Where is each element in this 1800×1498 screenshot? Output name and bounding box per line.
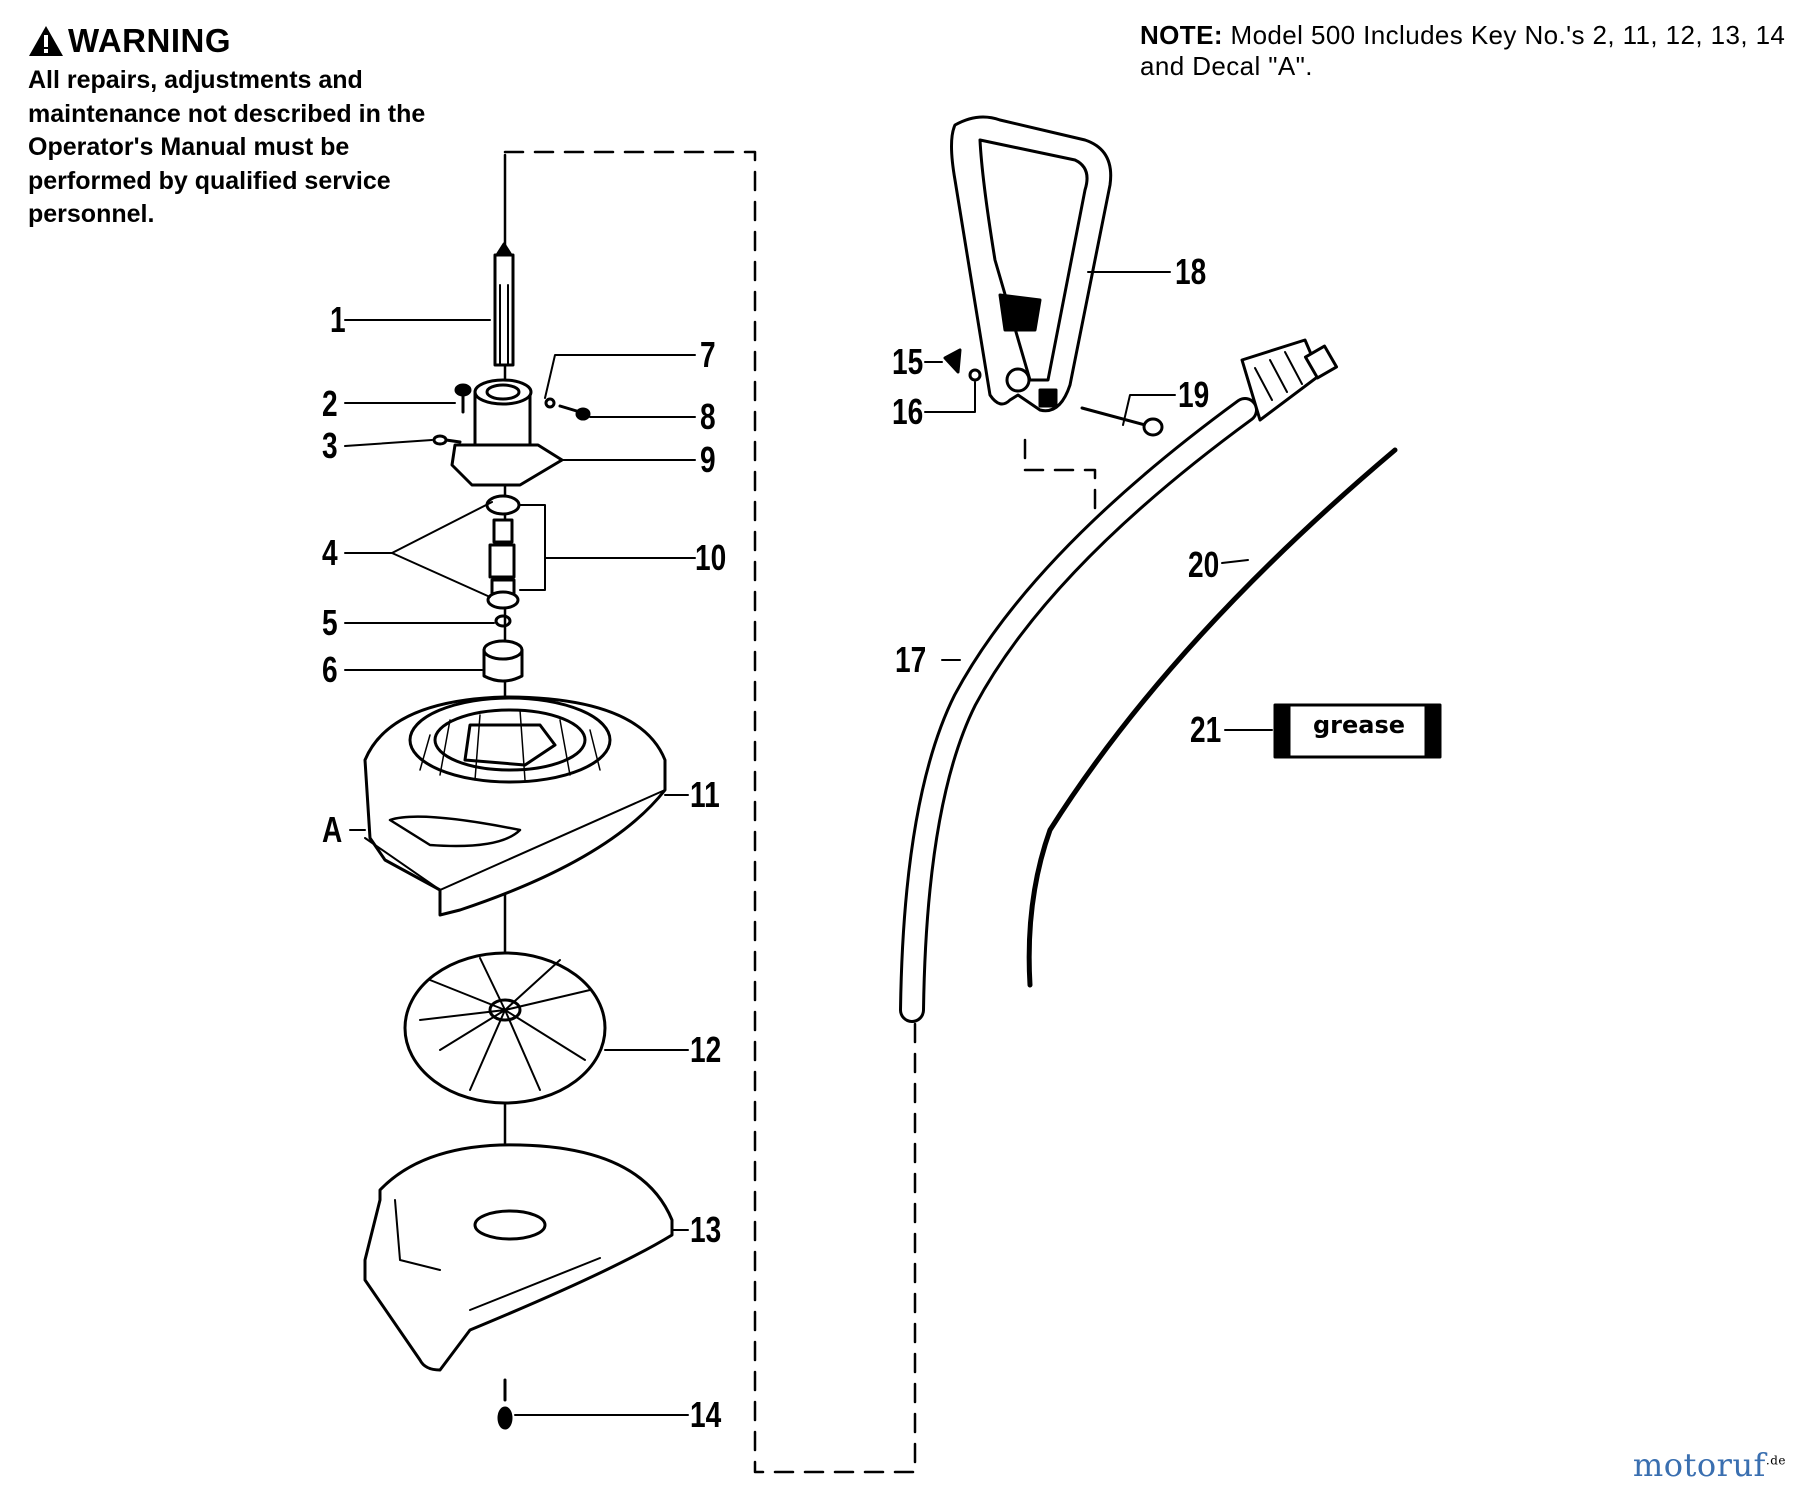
part-19-bolt <box>1038 388 1164 437</box>
part-3-screw <box>432 434 462 446</box>
part-17-tube <box>899 338 1339 1023</box>
part-5-washer <box>494 614 512 628</box>
callout-11: 11 <box>690 774 720 815</box>
callout-13: 13 <box>690 1209 722 1250</box>
part-15-wing-nut <box>943 348 962 374</box>
grease-label: grease <box>1313 711 1406 739</box>
part-18-handle <box>950 115 1113 413</box>
warning-heading: WARNING <box>68 22 231 59</box>
part-6-coupling <box>482 639 524 683</box>
warning-text: All repairs, adjustments and maintenance… <box>28 66 426 228</box>
callout-17: 17 <box>895 639 927 680</box>
part-21-grease-tube <box>1273 703 1442 759</box>
note-prefix: NOTE: <box>1140 20 1223 50</box>
part-9-housing <box>450 378 564 487</box>
part-11-upper-housing <box>363 695 667 917</box>
callout-1: 1 <box>330 299 346 340</box>
callout-10: 10 <box>695 537 727 578</box>
part-20-cable <box>1026 447 1398 988</box>
part-13-lower-housing <box>363 1143 674 1372</box>
part-2-screw <box>454 383 472 414</box>
part-8-bolt <box>558 404 591 421</box>
callout-8: 8 <box>700 396 716 437</box>
callout-14: 14 <box>690 1394 722 1435</box>
watermark-suffix: .de <box>1765 1453 1786 1468</box>
warning-block: WARNING All repairs, adjustments and mai… <box>28 22 468 232</box>
callout-6: 6 <box>322 649 338 690</box>
note-block: NOTE: Model 500 Includes Key No.'s 2, 11… <box>1140 20 1790 82</box>
warning-triangle-icon <box>29 26 63 56</box>
callout-2: 2 <box>322 383 338 424</box>
part-1-shaft <box>493 242 515 367</box>
callout-20: 20 <box>1188 544 1220 585</box>
callout-4: 4 <box>322 532 338 573</box>
callout-15: 15 <box>892 341 924 382</box>
callout-7: 7 <box>700 334 716 375</box>
callout-16: 16 <box>892 391 924 432</box>
callout-21: 21 <box>1190 709 1222 750</box>
part-14-screw <box>497 1378 513 1430</box>
watermark: motoruf.de <box>1633 1446 1786 1484</box>
note-text: Model 500 Includes Key No.'s 2, 11, 12, … <box>1140 20 1786 81</box>
callout-9: 9 <box>700 439 716 480</box>
callout-decal-a: A <box>322 809 343 850</box>
assembly-dashed-frame <box>503 150 1097 1474</box>
part-16-washer <box>968 368 982 382</box>
watermark-name: motoruf <box>1632 1446 1766 1484</box>
callout-5: 5 <box>322 602 338 643</box>
part-10-bearing-assembly <box>485 494 521 610</box>
callout-19: 19 <box>1178 374 1210 415</box>
callout-3: 3 <box>322 425 338 466</box>
callout-18: 18 <box>1175 251 1207 292</box>
callout-12: 12 <box>690 1029 722 1070</box>
leader-lines <box>344 271 1273 1416</box>
part-12-fan <box>403 951 607 1105</box>
part-7-washer <box>544 397 556 409</box>
